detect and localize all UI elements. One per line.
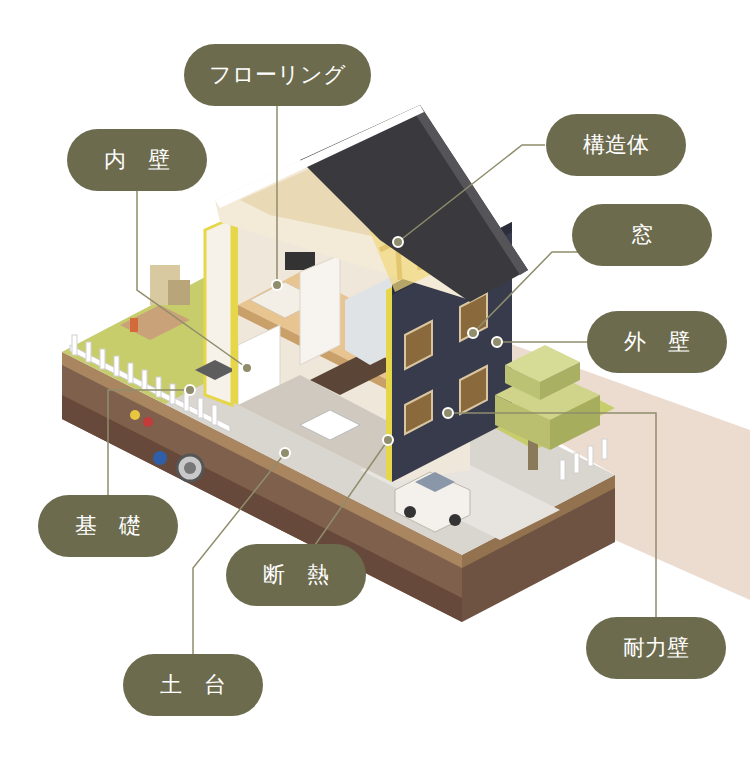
label-pill: 耐力壁 xyxy=(586,617,726,679)
label-text: フローリング xyxy=(209,64,346,86)
label-pill: 構造体 xyxy=(546,114,686,176)
label-text: 断 熱 xyxy=(263,564,329,586)
label-text: 耐力壁 xyxy=(623,637,689,659)
leader-dots xyxy=(185,237,502,458)
label-text: 窓 xyxy=(631,224,653,246)
tree xyxy=(495,345,600,470)
label-text: 土 台 xyxy=(160,674,226,696)
label-text: 外 壁 xyxy=(624,331,690,353)
label-pill: 土 台 xyxy=(123,654,263,716)
label-pill: フローリング xyxy=(184,44,371,106)
label-pill: 窓 xyxy=(572,204,712,266)
label-text: 基 礎 xyxy=(75,515,141,537)
car xyxy=(395,472,470,532)
label-pill: 断 熱 xyxy=(226,544,366,606)
label-text: 内 壁 xyxy=(104,149,170,171)
label-pill: 基 礎 xyxy=(38,495,178,557)
label-text: 構造体 xyxy=(583,134,649,156)
label-pill: 内 壁 xyxy=(67,129,207,191)
leader-lines xyxy=(108,106,656,655)
label-pill: 外 壁 xyxy=(587,311,727,373)
house xyxy=(195,105,528,482)
